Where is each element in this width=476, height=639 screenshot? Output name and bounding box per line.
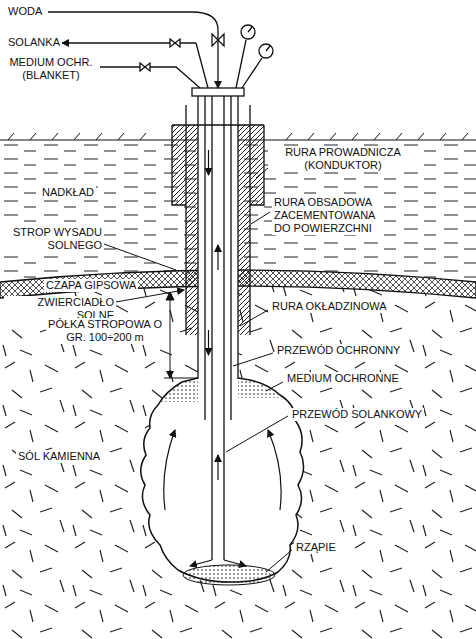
part-label: RURA OBSADOWA ZACEMENTOWANA DO POWIERZCH… — [272, 196, 382, 235]
part-label: MEDIUM OCHRONNE — [285, 372, 401, 385]
part-label: SOLANKA — [6, 36, 62, 49]
part-label: MEDIUM OCHR. (BLANKET) — [4, 56, 98, 82]
part-label: PÓŁKA STROPOWA O GR. 100÷200 m — [46, 318, 164, 344]
part-label: PRZEWÓD OCHRONNY — [275, 344, 402, 357]
leader-line — [104, 168, 292, 572]
part-label: RURA PROWADNICZA (KONDUKTOR) — [268, 146, 418, 172]
part-label: SÓL KAMIENNA — [16, 450, 102, 463]
salt-cavern — [141, 378, 304, 582]
part-label: RZĄPIE — [294, 541, 338, 554]
sump — [183, 565, 275, 585]
part-label: WODA — [6, 5, 44, 18]
part-label: STROP WYSADU SOLNEGO — [4, 226, 104, 252]
dimension-line — [164, 292, 198, 378]
part-label: CZAPA GIPSOWA — [44, 279, 138, 292]
blanket-medium — [160, 379, 282, 402]
well-casing — [172, 88, 264, 560]
flow-arrow — [164, 150, 281, 566]
part-label: PRZEWÓD SOLANKOWY — [290, 408, 424, 421]
part-label: RURA OKŁADZINOWA — [270, 300, 389, 313]
part-label: NADKŁAD — [40, 186, 96, 199]
